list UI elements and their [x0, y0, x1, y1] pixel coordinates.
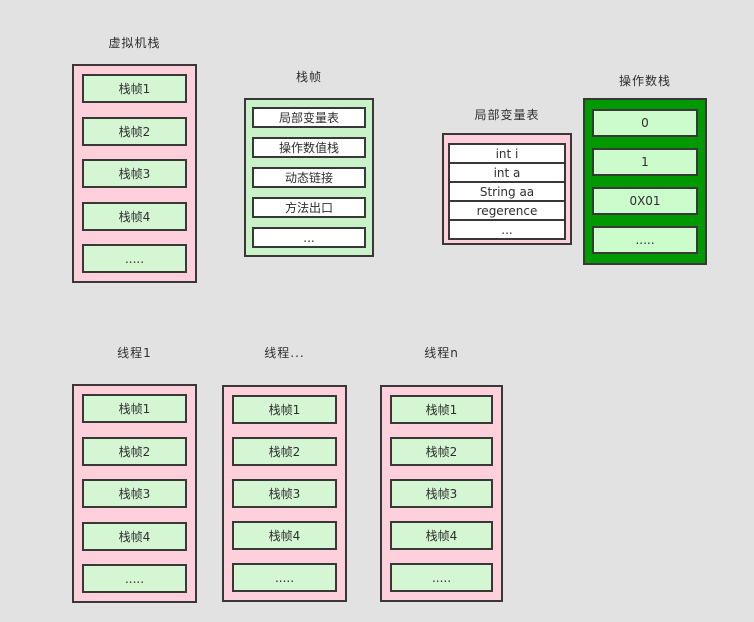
vm-stack-title: 虚拟机栈: [108, 36, 161, 50]
stack-frame-container: 局部变量表 操作数值栈 动态链接 方法出口 ...: [244, 98, 374, 257]
thread-1-title: 线程1: [117, 346, 152, 360]
thread-stack-frame-cell: .....: [390, 563, 493, 592]
operand-value-cell: .....: [592, 226, 698, 254]
thread-stack-frame-cell: 栈帧3: [232, 479, 337, 508]
thread-stack-frame-cell: 栈帧1: [82, 394, 187, 423]
stack-frame-title: 栈帧: [295, 70, 322, 84]
vm-stack-frame-cell: 栈帧2: [82, 116, 187, 146]
thread-ellipsis-title: 线程...: [264, 346, 305, 360]
local-var-cell: regerence: [448, 200, 566, 221]
local-var-cell: int a: [448, 162, 566, 183]
thread-stack-frame-cell: .....: [232, 563, 337, 592]
vm-stack-container: 栈帧1 栈帧2 栈帧3 栈帧4 .....: [72, 64, 197, 283]
thread-n-title: 线程n: [424, 346, 459, 360]
operand-stack-title: 操作数栈: [618, 74, 671, 88]
thread-stack-frame-cell: 栈帧2: [390, 437, 493, 466]
operand-stack-container: 0 1 0X01 .....: [583, 98, 707, 265]
thread-stack-frame-cell: 栈帧4: [232, 521, 337, 550]
thread-stack-frame-cell: 栈帧4: [390, 521, 493, 550]
vm-stack-frame-cell: .....: [82, 244, 187, 273]
thread-stack-frame-cell: .....: [82, 564, 187, 593]
local-var-cell: int i: [448, 143, 566, 164]
thread-n-container: 栈帧1 栈帧2 栈帧3 栈帧4 .....: [380, 385, 503, 602]
thread-stack-frame-cell: 栈帧3: [390, 479, 493, 508]
thread-stack-frame-cell: 栈帧1: [232, 395, 337, 424]
thread-stack-frame-cell: 栈帧3: [82, 479, 187, 508]
thread-stack-frame-cell: 栈帧4: [82, 521, 187, 551]
local-var-table-title: 局部变量表: [474, 108, 540, 122]
stack-frame-part-cell: ...: [252, 227, 366, 248]
stack-frame-part-cell: 方法出口: [252, 197, 366, 218]
thread-stack-frame-cell: 栈帧2: [82, 436, 187, 466]
thread-ellipsis-container: 栈帧1 栈帧2 栈帧3 栈帧4 .....: [222, 385, 347, 602]
thread-stack-frame-cell: 栈帧2: [232, 437, 337, 466]
operand-value-cell: 0: [592, 109, 698, 137]
thread-stack-frame-cell: 栈帧1: [390, 395, 493, 424]
local-var-cell: ...: [448, 219, 566, 240]
stack-frame-part-cell: 动态链接: [252, 167, 366, 188]
vm-stack-frame-cell: 栈帧1: [82, 74, 187, 103]
operand-value-cell: 0X01: [592, 187, 698, 215]
operand-value-cell: 1: [592, 148, 698, 176]
local-var-cell: String aa: [448, 181, 566, 202]
vm-stack-frame-cell: 栈帧3: [82, 159, 187, 188]
local-var-table-container: int i int a String aa regerence ...: [442, 133, 572, 245]
thread-1-container: 栈帧1 栈帧2 栈帧3 栈帧4 .....: [72, 384, 197, 603]
stack-frame-part-cell: 局部变量表: [252, 107, 366, 128]
stack-frame-part-cell: 操作数值栈: [252, 137, 366, 158]
vm-stack-frame-cell: 栈帧4: [82, 201, 187, 231]
